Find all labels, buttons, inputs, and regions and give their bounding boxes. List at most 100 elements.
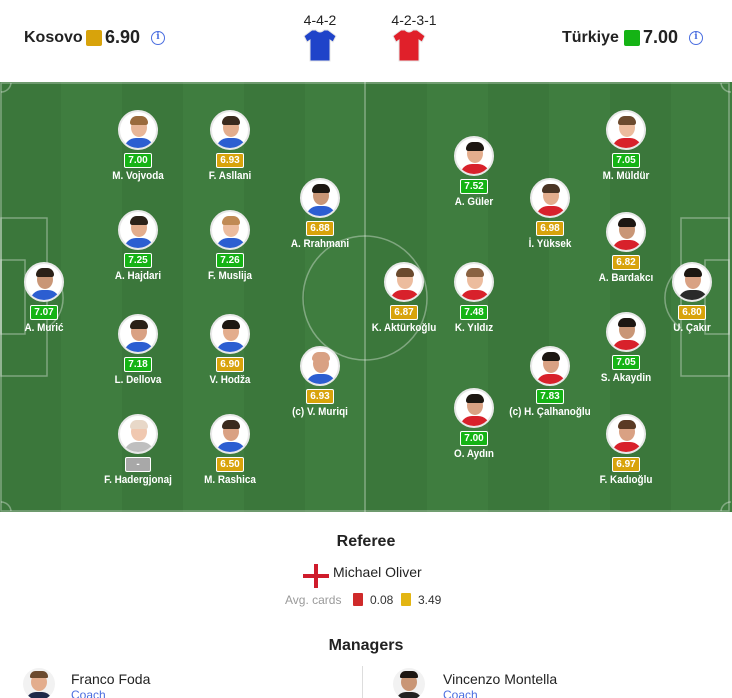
player-photo[interactable] — [454, 388, 494, 428]
player-rating: 7.05 — [612, 355, 640, 370]
player-photo[interactable] — [210, 314, 250, 354]
player-photo[interactable] — [606, 212, 646, 252]
player-name[interactable]: V. Hodža — [209, 374, 251, 386]
player-name[interactable]: F. Muslija — [207, 270, 253, 282]
player-kit — [678, 290, 708, 300]
player-hair — [618, 318, 636, 327]
player-name[interactable]: U. Çakır — [673, 322, 711, 334]
home-manager-name[interactable]: Franco Foda — [71, 671, 151, 687]
away-rating-info-icon[interactable]: i — [689, 31, 703, 45]
home-manager-avatar[interactable] — [23, 668, 55, 698]
player-name[interactable]: M. Müldür — [602, 170, 650, 182]
player-photo[interactable] — [300, 346, 340, 386]
home-shirt-shape — [303, 29, 337, 62]
player-photo[interactable] — [384, 262, 424, 302]
player-rating: 6.87 — [390, 305, 418, 320]
player-name[interactable]: A. Hajdari — [114, 270, 162, 282]
player-kit — [216, 342, 246, 352]
player-photo[interactable] — [672, 262, 712, 302]
home-rating-square — [86, 30, 102, 46]
player-rating: 6.98 — [536, 221, 564, 236]
player-name[interactable]: A. Güler — [454, 196, 494, 208]
player-photo[interactable] — [210, 110, 250, 150]
player-photo[interactable] — [118, 314, 158, 354]
player-photo[interactable] — [454, 262, 494, 302]
player-muriqi[interactable]: 6.93(c) V. Muriqi — [265, 346, 375, 419]
player-photo[interactable] — [210, 414, 250, 454]
player-name[interactable]: A. Murić — [24, 322, 64, 334]
player-photo[interactable] — [118, 110, 158, 150]
player-photo[interactable] — [606, 312, 646, 352]
player-name[interactable]: (c) V. Muriqi — [292, 406, 348, 418]
player-photo[interactable] — [24, 262, 64, 302]
away-manager-avatar[interactable] — [393, 668, 425, 698]
player-name[interactable]: M. Vojvoda — [112, 170, 164, 182]
yellow-card-icon — [401, 593, 411, 606]
away-team-name[interactable]: Türkiye — [562, 29, 619, 46]
player-murić[interactable]: 7.07 A. Murić — [0, 262, 99, 335]
player-muldur[interactable]: 7.05 M. Müldür — [571, 110, 681, 183]
player-akaydin[interactable]: 7.05 S. Akaydin — [571, 312, 681, 385]
player-hadergjonaj[interactable]: -F. Hadergjonaj — [83, 414, 193, 487]
away-formation: 4-2-3-1 — [391, 12, 437, 28]
home-formation: 4-4-2 — [303, 12, 337, 28]
player-name[interactable]: F. Kadıoğlu — [599, 474, 653, 486]
away-team-rating: 7.00 — [643, 27, 679, 47]
player-photo[interactable] — [530, 178, 570, 218]
away-manager-name[interactable]: Vincenzo Montella — [443, 671, 558, 687]
player-photo[interactable] — [118, 210, 158, 250]
referee-name[interactable]: Michael Oliver — [333, 564, 422, 580]
player-kit — [612, 138, 642, 148]
player-name[interactable]: İ. Yüksek — [528, 238, 572, 250]
player-name[interactable]: F. Asllani — [208, 170, 252, 182]
player-hair — [312, 184, 330, 193]
player-kit — [216, 138, 246, 148]
player-rating: 7.05 — [612, 153, 640, 168]
player-name[interactable]: K. Yıldız — [454, 322, 494, 334]
player-name[interactable]: M. Rashica — [204, 474, 256, 486]
player-name[interactable]: L. Dellova — [114, 374, 162, 386]
player-kit — [124, 138, 154, 148]
player-name[interactable]: O. Aydın — [454, 448, 494, 460]
player-hair — [466, 142, 484, 151]
home-team-name[interactable]: Kosovo — [24, 29, 83, 46]
player-name[interactable]: K. Aktürkoğlu — [371, 322, 437, 334]
player-akturkoglu[interactable]: 6.87 K. Aktürkoğlu — [349, 262, 459, 335]
player-photo[interactable] — [118, 414, 158, 454]
player-photo[interactable] — [300, 178, 340, 218]
player-hair — [36, 268, 54, 277]
player-photo[interactable] — [606, 414, 646, 454]
player-yuksek[interactable]: 6.98 İ. Yüksek — [495, 178, 605, 251]
player-kit — [390, 290, 420, 300]
player-name[interactable]: A. Rrahmani — [290, 238, 350, 250]
player-name[interactable]: A. Bardakcı — [598, 272, 654, 284]
player-name[interactable]: F. Hadergjonaj — [104, 474, 172, 486]
away-shirt-shape — [392, 29, 426, 62]
player-photo[interactable] — [606, 110, 646, 150]
player-rating: 7.07 — [30, 305, 58, 320]
player-photo[interactable] — [530, 346, 570, 386]
player-calhanoglu[interactable]: 7.83(c) H. Çalhanoğlu — [495, 346, 605, 419]
player-kit — [216, 442, 246, 452]
red-card-avg: 0.08 — [370, 593, 394, 607]
player-hair — [222, 116, 240, 125]
player-photo[interactable] — [454, 136, 494, 176]
player-name[interactable]: S. Akaydin — [600, 372, 652, 384]
home-rating-info-icon[interactable]: i — [151, 31, 165, 45]
player-name[interactable]: (c) H. Çalhanoğlu — [509, 406, 591, 418]
player-photo[interactable] — [210, 210, 250, 250]
